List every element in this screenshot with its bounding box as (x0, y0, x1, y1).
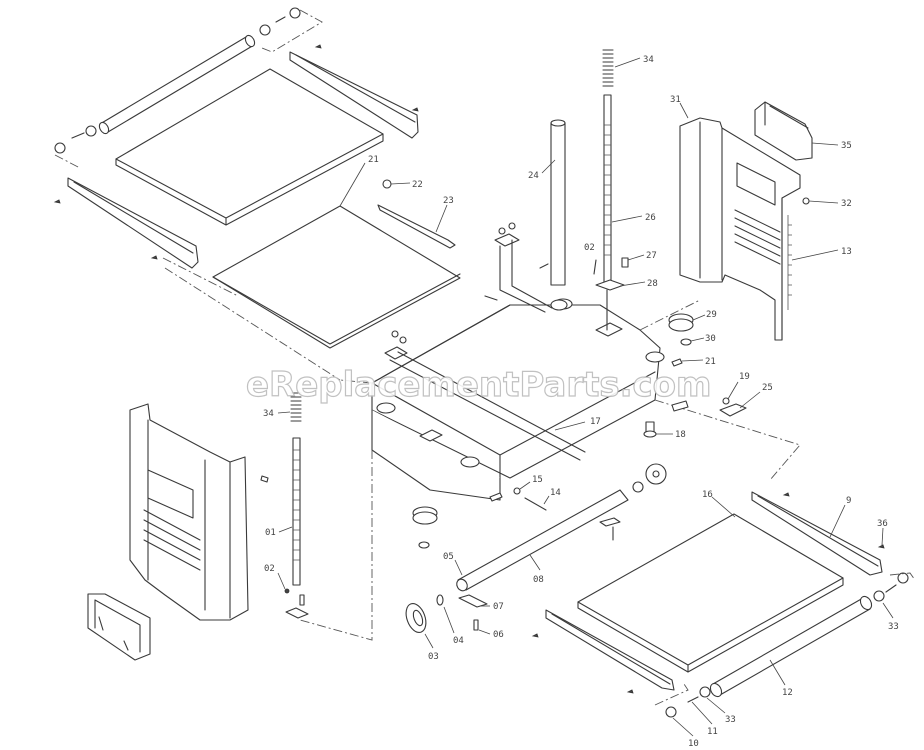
part-label-04: 04 (453, 636, 464, 646)
screw-06: 06 (473, 619, 504, 640)
lock-bracket (384, 222, 553, 360)
part-label-27: 27 (646, 251, 657, 261)
part-label-23: 23 (443, 196, 454, 206)
part-label-06: 06 (493, 630, 504, 640)
part-label-34: 34 (643, 55, 654, 65)
part-label-16: 16 (702, 490, 713, 500)
part-label-36: 36 (877, 519, 888, 529)
part-label-32: 32 (841, 199, 852, 209)
outfeed-roller-12: 12 33 33 11 10 (665, 572, 916, 749)
handle-35: 35 (754, 101, 852, 161)
lead-screw-01: 34 01 02 (263, 392, 309, 619)
shaft-08: 08 05 (443, 463, 667, 592)
part-label-13: 13 (841, 247, 852, 257)
lead-screw-26: 34 26 02 27 28 (584, 49, 658, 331)
part-label-11: 11 (707, 727, 718, 737)
part-label-05: 05 (443, 552, 454, 562)
gear-29: 29 30 21 (668, 310, 717, 367)
column-24: 24 (528, 119, 568, 311)
gear-03: 03 (405, 603, 439, 662)
part-label-10: 10 (688, 739, 699, 749)
handle-box (87, 593, 151, 661)
part-label-17: 17 (590, 417, 601, 427)
part-label-33-bottom: 33 (725, 715, 736, 725)
outfeed-support-bar-rear: 9 36 (751, 491, 888, 576)
washer-04: 04 (436, 594, 464, 646)
part-label-26: 26 (645, 213, 656, 223)
part-label-21-right: 21 (705, 357, 716, 367)
part-label-18: 18 (675, 430, 686, 440)
part-label-02-bottom: 02 (264, 564, 275, 574)
pulley-under-base (412, 506, 438, 549)
bracket-25: 19 25 (719, 372, 773, 417)
part-label-34-left: 34 (263, 409, 274, 419)
part-label-15: 15 (532, 475, 543, 485)
part-label-07: 07 (493, 602, 504, 612)
part-label-30: 30 (705, 334, 716, 344)
bolt-18: 18 (643, 400, 689, 440)
part-label-28: 28 (647, 279, 658, 289)
table-plate-21: 21 (212, 155, 461, 349)
infeed-support-bar-rear (289, 44, 419, 139)
infeed-roller (54, 7, 323, 169)
outfeed-table-16: 16 (577, 490, 844, 673)
part-label-33-right: 33 (888, 622, 899, 632)
part-label-14: 14 (550, 488, 561, 498)
part-label-01: 01 (265, 528, 276, 538)
bracket-23: 22 23 (377, 179, 456, 249)
screw-14: 15 14 (489, 475, 561, 511)
column-cover-31: 31 32 13 (670, 95, 852, 341)
part-label-19: 19 (739, 372, 750, 382)
infeed-support-bar-front (53, 177, 199, 269)
part-label-02-top: 02 (584, 243, 595, 253)
planer-base: 17 (371, 298, 665, 501)
part-label-24: 24 (528, 171, 539, 181)
part-label-12: 12 (782, 688, 793, 698)
part-label-25: 25 (762, 383, 773, 393)
part-label-03: 03 (428, 652, 439, 662)
part-label-31: 31 (670, 95, 681, 105)
part-label-29: 29 (706, 310, 717, 320)
column-cover-left (129, 403, 269, 621)
part-label-08: 08 (533, 575, 544, 585)
part-label-21: 21 (368, 155, 379, 165)
outfeed-support-bar-front (531, 609, 689, 706)
part-label-35: 35 (841, 141, 852, 151)
part-label-9: 9 (846, 496, 851, 506)
part-label-22: 22 (412, 180, 423, 190)
watermark: eReplacementParts.com (246, 365, 711, 405)
infeed-table (115, 68, 384, 226)
plate-07: 07 (458, 594, 504, 612)
